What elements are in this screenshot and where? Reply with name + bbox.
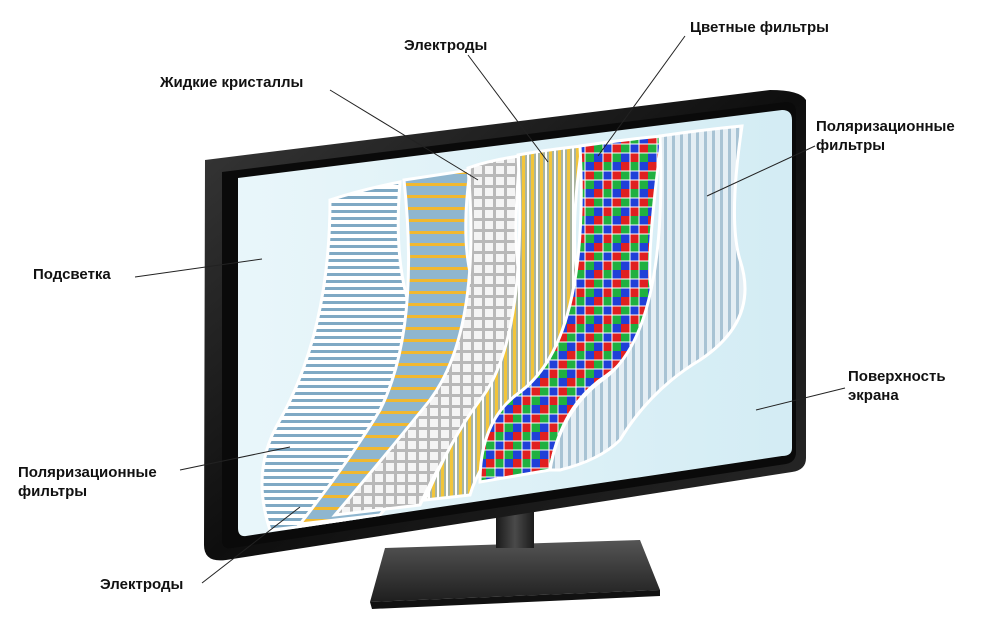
label-liquid-crystals: Жидкие кристаллы xyxy=(160,74,304,91)
label-polarizer-left-line1: Поляризационные xyxy=(18,464,157,481)
label-electrodes-top: Электроды xyxy=(404,37,488,54)
label-polarizer-right-line2: фильтры xyxy=(816,137,886,154)
screen-area xyxy=(238,110,792,537)
leader-lines xyxy=(134,35,846,584)
label-polarizer-left: Поляризационные фильтры xyxy=(18,463,157,501)
label-polarizer-right: Поляризационные фильтры xyxy=(816,117,955,155)
label-screen-surface-line1: Поверхность xyxy=(848,368,946,385)
label-electrodes-bottom: Электроды xyxy=(100,576,184,593)
monitor-stand xyxy=(370,490,660,609)
label-color-filters: Цветные фильтры xyxy=(690,19,829,36)
polarizer-layer-front xyxy=(548,124,747,472)
label-backlight: Подсветка xyxy=(33,266,111,283)
label-screen-surface: Поверхность экрана xyxy=(848,367,946,405)
label-polarizer-left-line2: фильтры xyxy=(18,483,88,500)
label-screen-surface-line2: экрана xyxy=(848,387,899,404)
label-polarizer-right-line1: Поляризационные xyxy=(816,118,955,135)
